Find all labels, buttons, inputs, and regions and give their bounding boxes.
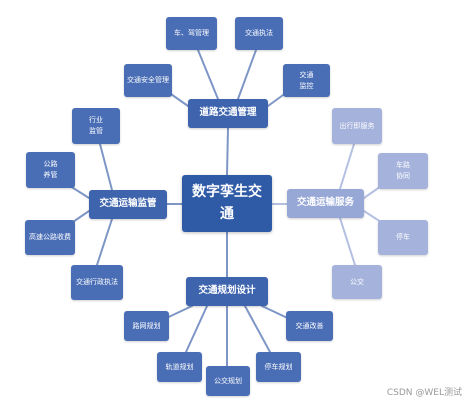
- link-planning-rail: [185, 305, 208, 353]
- center-node: 数字孪生交通: [182, 175, 272, 232]
- link-supervision-admin: [96, 218, 113, 266]
- leaf-vehicle-driver-management: 车、驾管理: [166, 17, 217, 50]
- leaf-traffic-admin-enforcement: 交通行政执法: [71, 265, 123, 300]
- leaf-parking: 停车: [378, 220, 428, 255]
- leaf-expressway-toll: 高速公路收费: [25, 220, 75, 255]
- leaf-traffic-enforcement: 交通执法: [235, 17, 283, 50]
- watermark-text: CSDN @WEL测试: [386, 388, 462, 398]
- link-service-bus: [339, 217, 356, 266]
- link-road-enforcement: [237, 49, 257, 100]
- link-supervision-maintenance: [69, 185, 90, 199]
- leaf-mobility-as-a-service: 出行即服务: [332, 108, 382, 144]
- leaf-parking-planning: 停车规划: [256, 352, 301, 382]
- link-service-travel: [339, 143, 355, 190]
- leaf-road-maintenance: 公路 养管: [26, 152, 75, 188]
- leaf-road-network-planning: 路网规划: [124, 311, 169, 341]
- branch-transport-supervision: 交通运输监管: [89, 190, 167, 219]
- link-road-vehicle: [197, 49, 219, 100]
- link-planning-parking: [244, 305, 271, 353]
- leaf-traffic-improvement: 交通改善: [286, 311, 333, 341]
- branch-traffic-planning-design: 交通规划设计: [186, 277, 268, 306]
- link-supervision-industry: [99, 143, 113, 191]
- leaf-traffic-monitoring: 交通 监控: [283, 64, 330, 97]
- branch-road-traffic-management: 道路交通管理: [188, 99, 268, 128]
- leaf-industry-supervision: 行业 监管: [72, 108, 120, 144]
- leaf-traffic-safety-management: 交通安全管理: [124, 64, 172, 97]
- leaf-rail-planning: 轨道规划: [157, 352, 202, 382]
- link-center-road: [226, 127, 229, 176]
- leaf-bus-planning: 公交规划: [206, 366, 250, 396]
- leaf-bus: 公交: [332, 265, 382, 299]
- leaf-vehicle-road-coordination: 车路 协同: [378, 153, 428, 189]
- branch-transport-service: 交通运输服务: [287, 189, 364, 218]
